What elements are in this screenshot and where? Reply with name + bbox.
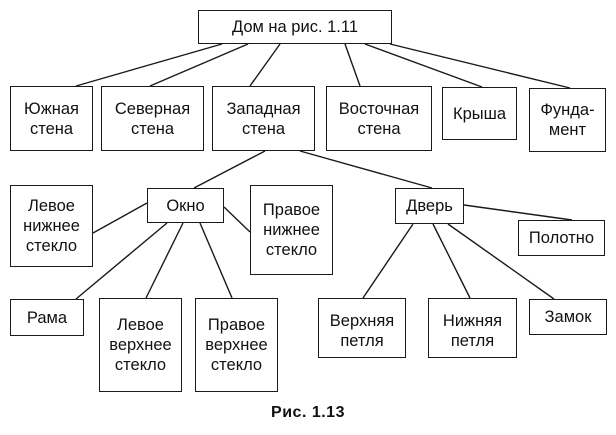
- edge-door-to-lower-hinge: [432, 223, 471, 299]
- node-north-wall: Северная стена: [101, 86, 204, 151]
- edge-root-to-foundation: [389, 43, 571, 89]
- edge-root-to-west: [249, 43, 281, 87]
- edge-door-to-upper-hinge: [362, 223, 414, 299]
- edge-west-to-door: [299, 150, 433, 189]
- edge-root-to-east: [344, 43, 361, 87]
- node-south-wall: Южная стена: [10, 86, 93, 151]
- node-frame: Рама: [10, 299, 84, 336]
- node-house: Дом на рис. 1.11: [198, 10, 392, 44]
- node-upper-hinge: Верхняя петля: [318, 298, 406, 358]
- edge-window-to-frame: [75, 222, 168, 300]
- node-lower-hinge: Нижняя петля: [428, 298, 517, 358]
- node-east-wall: Восточная стена: [326, 86, 432, 151]
- figure-caption: Рис. 1.13: [271, 404, 345, 421]
- node-foundation: Фунда- мент: [529, 88, 606, 152]
- node-left-lower-glass: Левое нижнее стекло: [10, 185, 93, 267]
- node-lock: Замок: [529, 299, 607, 335]
- edge-window-to-left-upper-glass: [145, 222, 184, 299]
- node-right-upper-glass: Правое верхнее стекло: [195, 298, 278, 392]
- edge-root-to-south: [75, 43, 223, 87]
- node-west-wall: Западная стена: [212, 86, 315, 151]
- edge-door-to-lock: [447, 223, 555, 300]
- edge-west-to-window: [193, 150, 266, 189]
- node-left-upper-glass: Левое верхнее стекло: [99, 298, 182, 392]
- edge-root-to-north: [149, 43, 249, 87]
- node-right-lower-glass: Правое нижнее стекло: [250, 185, 333, 275]
- edge-window-to-right-lower-glass: [223, 206, 251, 233]
- node-door-leaf: Полотно: [518, 220, 605, 256]
- node-window: Окно: [147, 188, 224, 223]
- edge-window-to-left-lower-glass: [92, 202, 148, 234]
- edge-door-to-door-leaf: [463, 204, 573, 221]
- edge-root-to-roof: [364, 43, 483, 88]
- edge-window-to-right-upper-glass: [199, 222, 233, 299]
- node-door: Дверь: [395, 188, 464, 224]
- node-roof: Крыша: [442, 87, 517, 140]
